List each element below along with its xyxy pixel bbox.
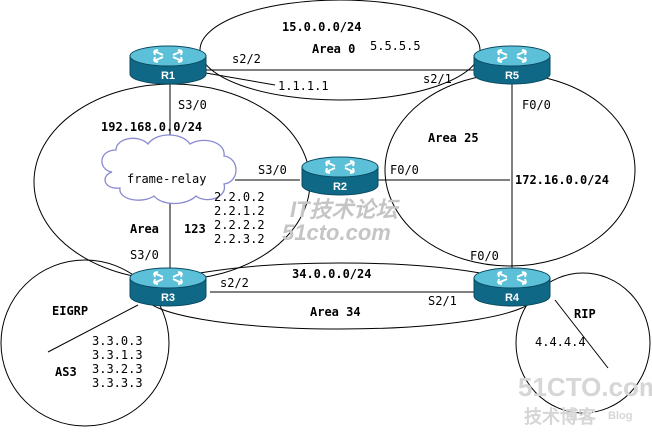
router-r4-label: R4: [505, 292, 520, 304]
area-25-label: Area 25: [428, 131, 479, 145]
router-r5[interactable]: R5: [473, 45, 551, 85]
area-25-boundary: [384, 73, 636, 267]
area-0-boundary: [199, 0, 481, 101]
r1-loopback-label: 1.1.1.1: [278, 79, 329, 93]
watermark-corner-brand: 51CTO.com: [518, 372, 652, 402]
network-bottom-label: 34.0.0.0/24: [292, 267, 371, 281]
loopback-r3-line: [47, 304, 139, 353]
router-r3[interactable]: R3: [129, 267, 207, 307]
loopback-r1-line: [199, 71, 276, 86]
router-r1-label: R1: [161, 70, 175, 82]
rip-label: RIP: [574, 307, 596, 321]
area-34-label: Area 34: [310, 305, 361, 319]
area-0-label: Area 0: [312, 42, 355, 56]
router-r5-label: R5: [505, 70, 519, 82]
eigrp-label: EIGRP: [52, 304, 88, 318]
r2-loopback-3: 2.2.3.2: [214, 232, 265, 246]
r2-loopback-0: 2.2.0.2: [214, 190, 265, 204]
network-right-label: 172.16.0.0/24: [515, 173, 609, 187]
router-r2[interactable]: R2: [301, 156, 379, 196]
r3-loopback-0: 3.3.0.3: [92, 334, 143, 348]
frame-relay-cloud: [101, 134, 237, 205]
rip-domain-boundary: [515, 272, 651, 414]
r4-loopback-label: 4.4.4.4: [535, 335, 586, 349]
r3-loopback-1: 3.3.1.3: [92, 348, 143, 362]
r5-loopback-label: 5.5.5.5: [370, 39, 421, 53]
area-123-word-label: Area: [130, 222, 159, 236]
area-123-number-label: 123: [184, 222, 206, 236]
r2-f0-0-label: F0/0: [390, 163, 419, 177]
as3-label: AS3: [55, 365, 77, 379]
r4-s2-1-label: S2/1: [428, 294, 457, 308]
router-r2-label: R2: [333, 181, 347, 193]
r4-f0-0-label: F0/0: [470, 249, 499, 263]
r3-s3-0-label: S3/0: [130, 248, 159, 262]
r2-loopback-2: 2.2.2.2: [214, 218, 265, 232]
watermark-corner-blog: Blog: [608, 410, 632, 422]
watermark-center-cn: IT技术论坛: [290, 197, 401, 222]
router-r3-label: R3: [161, 292, 175, 304]
r3-loopback-3: 3.3.3.3: [92, 376, 143, 390]
r1-s2-2-label: s2/2: [232, 52, 261, 66]
eigrp-domain-boundary: [0, 259, 170, 427]
frame-relay-label: frame-relay: [127, 172, 206, 186]
network-frame-relay-label: 192.168.0.0/24: [101, 120, 202, 134]
r3-s2-2-label: s2/2: [220, 276, 249, 290]
watermark-center-url: 51cto.com: [282, 220, 391, 245]
watermark-corner-cn: 技术博客: [524, 406, 597, 427]
r5-f0-0-label: F0/0: [522, 98, 551, 112]
r2-loopback-1: 2.2.1.2: [214, 204, 265, 218]
r5-s2-1-label: s2/1: [423, 72, 452, 86]
router-r4[interactable]: R4: [473, 267, 551, 307]
r2-s3-0-label: S3/0: [258, 163, 287, 177]
loopback-r4-line: [554, 299, 609, 369]
r3-loopback-2: 3.3.2.3: [92, 362, 143, 376]
network-top-label: 15.0.0.0/24: [282, 20, 361, 34]
r1-s3-0-label: S3/0: [178, 98, 207, 112]
router-r1[interactable]: R1: [129, 45, 207, 85]
